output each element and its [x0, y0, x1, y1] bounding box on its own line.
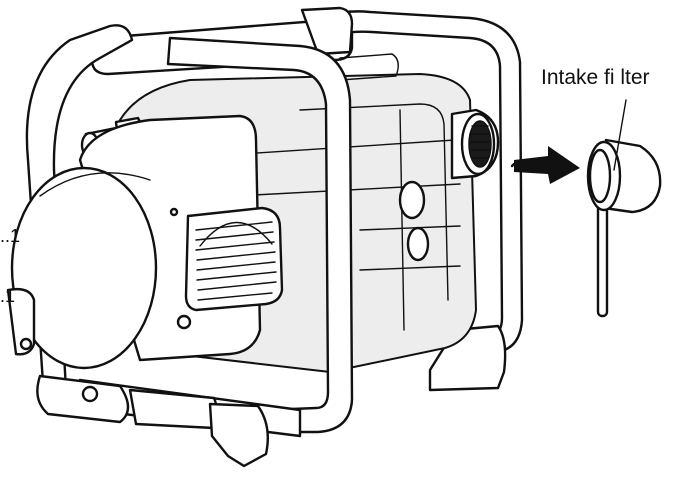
intake-filter-label: Intake fi lter	[541, 66, 650, 89]
label-leader-line	[613, 99, 627, 171]
intake-port	[450, 108, 500, 180]
insertion-arrow	[510, 146, 580, 184]
vent-grille	[184, 206, 284, 312]
motor-housing	[10, 114, 262, 370]
cut-off-callout-upper: ..1	[0, 226, 21, 246]
intake-filter-part	[586, 138, 662, 318]
base-feet	[6, 287, 269, 468]
cut-off-callout-lower: .1	[0, 286, 16, 306]
